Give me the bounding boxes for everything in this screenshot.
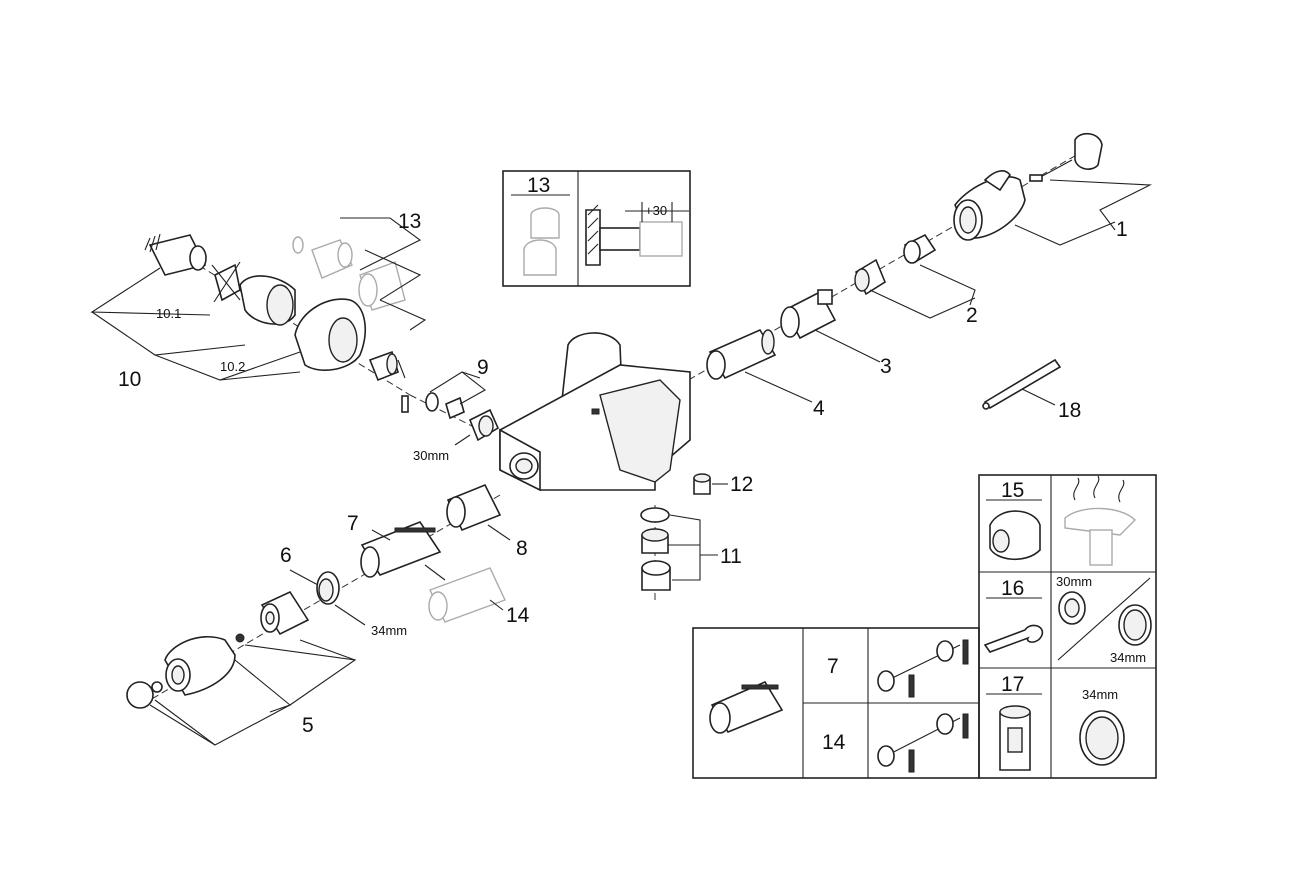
cartridge-panel	[692, 627, 980, 779]
leaders-left	[90, 217, 486, 446]
cartridge-3	[780, 289, 837, 340]
callout-10-1: 10.1	[156, 306, 181, 321]
callout-3: 3	[880, 355, 892, 378]
callout-13: 13	[398, 210, 421, 233]
inset-13-number: 13	[527, 174, 550, 197]
non-return-valve-4	[706, 328, 777, 380]
adapter-5	[260, 590, 310, 636]
service-16-size-b: 34mm	[1110, 650, 1146, 665]
dimension-ring: 34mm	[371, 623, 407, 638]
inset-13-box	[502, 170, 691, 287]
thermometer-18	[982, 358, 1062, 410]
adapter-2	[854, 233, 937, 296]
service-panel	[978, 474, 1157, 779]
callout-14: 14	[506, 604, 530, 627]
cartridge-7	[360, 521, 442, 578]
callout-labels: 1 2 3 4 5 6 7 8 9 10 10.1 10.2 11 12 13 …	[118, 210, 1128, 737]
ring-8	[446, 483, 502, 532]
callout-7: 7	[347, 512, 359, 535]
handle-5	[126, 633, 245, 709]
handle-cap-1	[953, 132, 1103, 241]
callout-4: 4	[813, 397, 825, 420]
leaders-lower-left	[149, 524, 511, 746]
mini-diagram-row-b	[877, 713, 969, 773]
callout-18: 18	[1058, 399, 1081, 422]
cartridge-row-b: 14	[822, 731, 846, 754]
thermostat-body	[499, 332, 691, 492]
dimension-nut: 30mm	[413, 448, 449, 463]
callout-2: 2	[966, 304, 978, 327]
inset-13-offset: +30	[645, 203, 667, 218]
callout-9: 9	[477, 356, 489, 379]
service-item-16: 16	[1001, 577, 1024, 600]
aerator-11	[640, 507, 718, 591]
nipple-9	[368, 350, 500, 442]
mini-diagram-row-a	[877, 639, 969, 698]
service-item-15: 15	[1001, 479, 1024, 502]
service-panel-labels: 15 16 30mm 34mm 17 34mm	[1001, 479, 1146, 702]
callout-10: 10	[118, 368, 141, 391]
service-item-17: 17	[1001, 673, 1024, 696]
callout-11: 11	[720, 545, 742, 568]
ring-6	[316, 571, 340, 605]
callout-12: 12	[730, 473, 753, 496]
flow-limiter-12	[693, 473, 728, 495]
callout-1: 1	[1116, 218, 1128, 241]
inset-13-labels: 13 +30	[527, 174, 667, 218]
cartridge-14-grey	[428, 567, 506, 623]
callout-6: 6	[280, 544, 292, 567]
extension-13-grey	[292, 236, 406, 311]
escutcheon-10-2	[294, 298, 366, 371]
callout-5: 5	[302, 714, 314, 737]
leaders-right	[744, 179, 1153, 406]
cartridge-panel-labels: 7 14	[822, 655, 846, 754]
service-16-size-a: 30mm	[1056, 574, 1092, 589]
cartridge-row-a: 7	[827, 655, 839, 678]
connection-10	[144, 233, 296, 326]
callout-8: 8	[516, 537, 528, 560]
service-17-size: 34mm	[1082, 687, 1118, 702]
callout-10-2: 10.2	[220, 359, 245, 374]
